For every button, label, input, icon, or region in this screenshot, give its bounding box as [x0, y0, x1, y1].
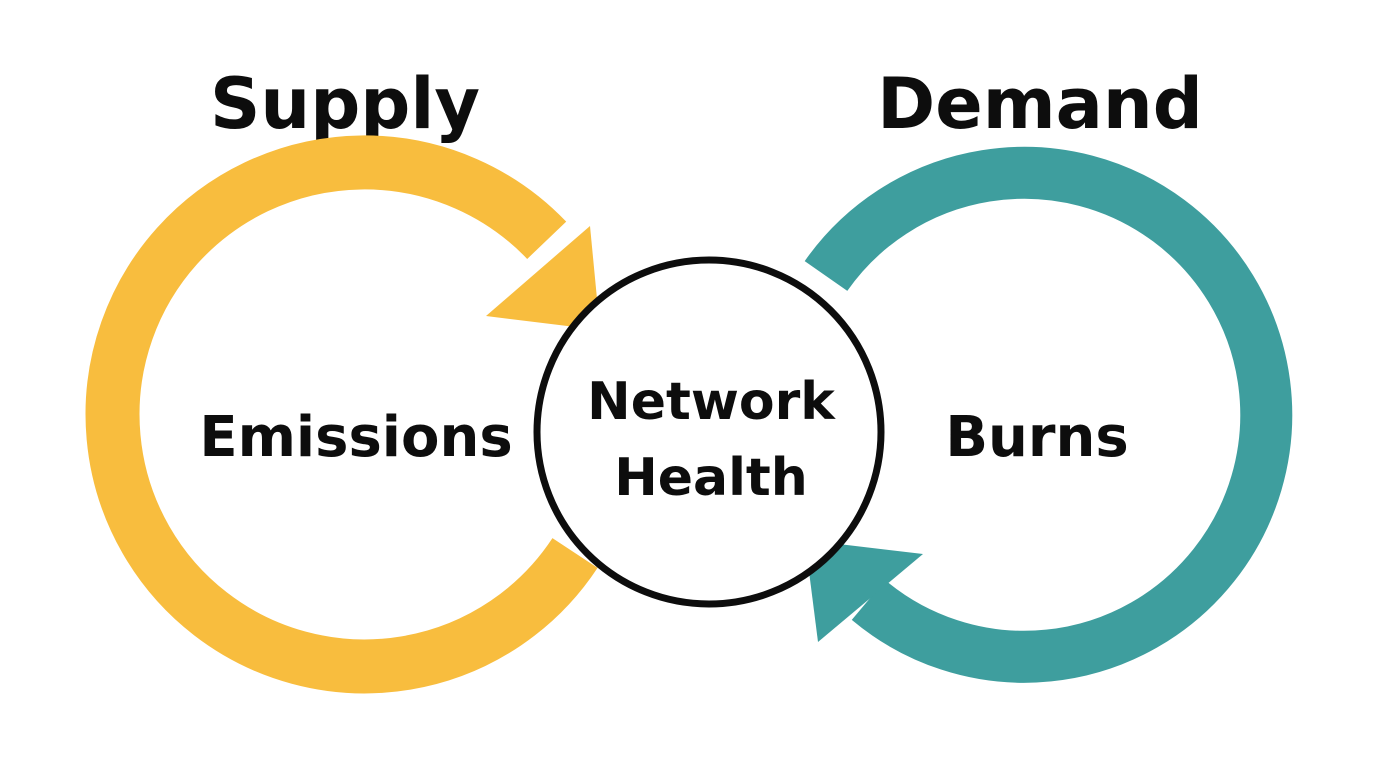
network-health-circle [533, 256, 885, 608]
emissions-label: Emissions [199, 405, 512, 470]
center-label-line1: Network [587, 372, 836, 432]
supply-cycle-arrow-icon [85, 135, 600, 694]
center-label-line2: Health [614, 448, 808, 508]
burns-label: Burns [945, 405, 1128, 470]
supply-cycle-ring [85, 135, 598, 694]
demand-cycle-ring [804, 146, 1293, 683]
demand-cycle-arrowhead [805, 540, 923, 642]
demand-heading: Demand [877, 63, 1203, 145]
supply-heading: Supply [210, 63, 480, 145]
supply-cycle-arrowhead [486, 226, 600, 330]
demand-cycle-arrow-icon [804, 146, 1293, 683]
